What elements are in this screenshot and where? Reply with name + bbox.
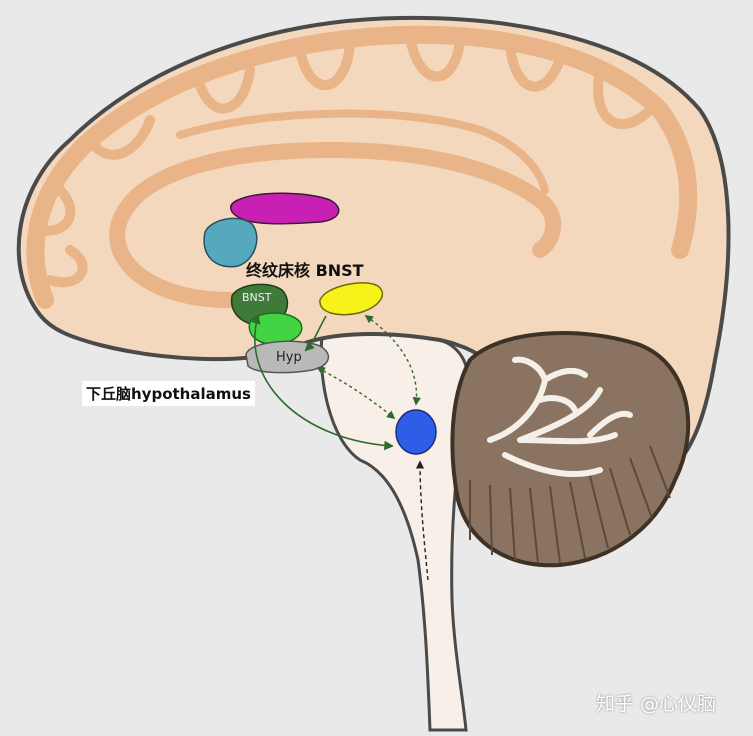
arrow-yellow-to-hyp (304, 315, 327, 352)
cingulate-sulcus (176, 109, 549, 194)
arrow-hyp-to-blue (316, 367, 396, 420)
magenta-region (230, 192, 340, 225)
cingulate-gyrus (109, 141, 562, 308)
teal-region (203, 217, 258, 268)
arrow-brainstem-to-blue (415, 460, 429, 581)
cerebellum (450, 331, 691, 568)
bnst-inner-label: BNST (242, 291, 272, 304)
blue-region (395, 409, 437, 455)
arbor-vitae (487, 356, 633, 478)
outer-gyri (26, 25, 698, 309)
brainstem (319, 330, 471, 732)
arrow-yellow-to-blue (364, 315, 421, 406)
yellow-region (319, 282, 383, 316)
arrow-bnst-to-blue (251, 314, 394, 451)
gyri-folds-front (35, 185, 88, 288)
watermark: 知乎 @心仪脑 (596, 693, 717, 715)
gyri-folds-top (85, 33, 655, 160)
hyp-inner-label: Hyp (276, 350, 302, 365)
hypothalamus-title-label: 下丘脑hypothalamus (82, 381, 255, 406)
cerebellar-folia (469, 445, 671, 564)
bnst-title-label: 终纹床核 BNST (246, 261, 364, 280)
